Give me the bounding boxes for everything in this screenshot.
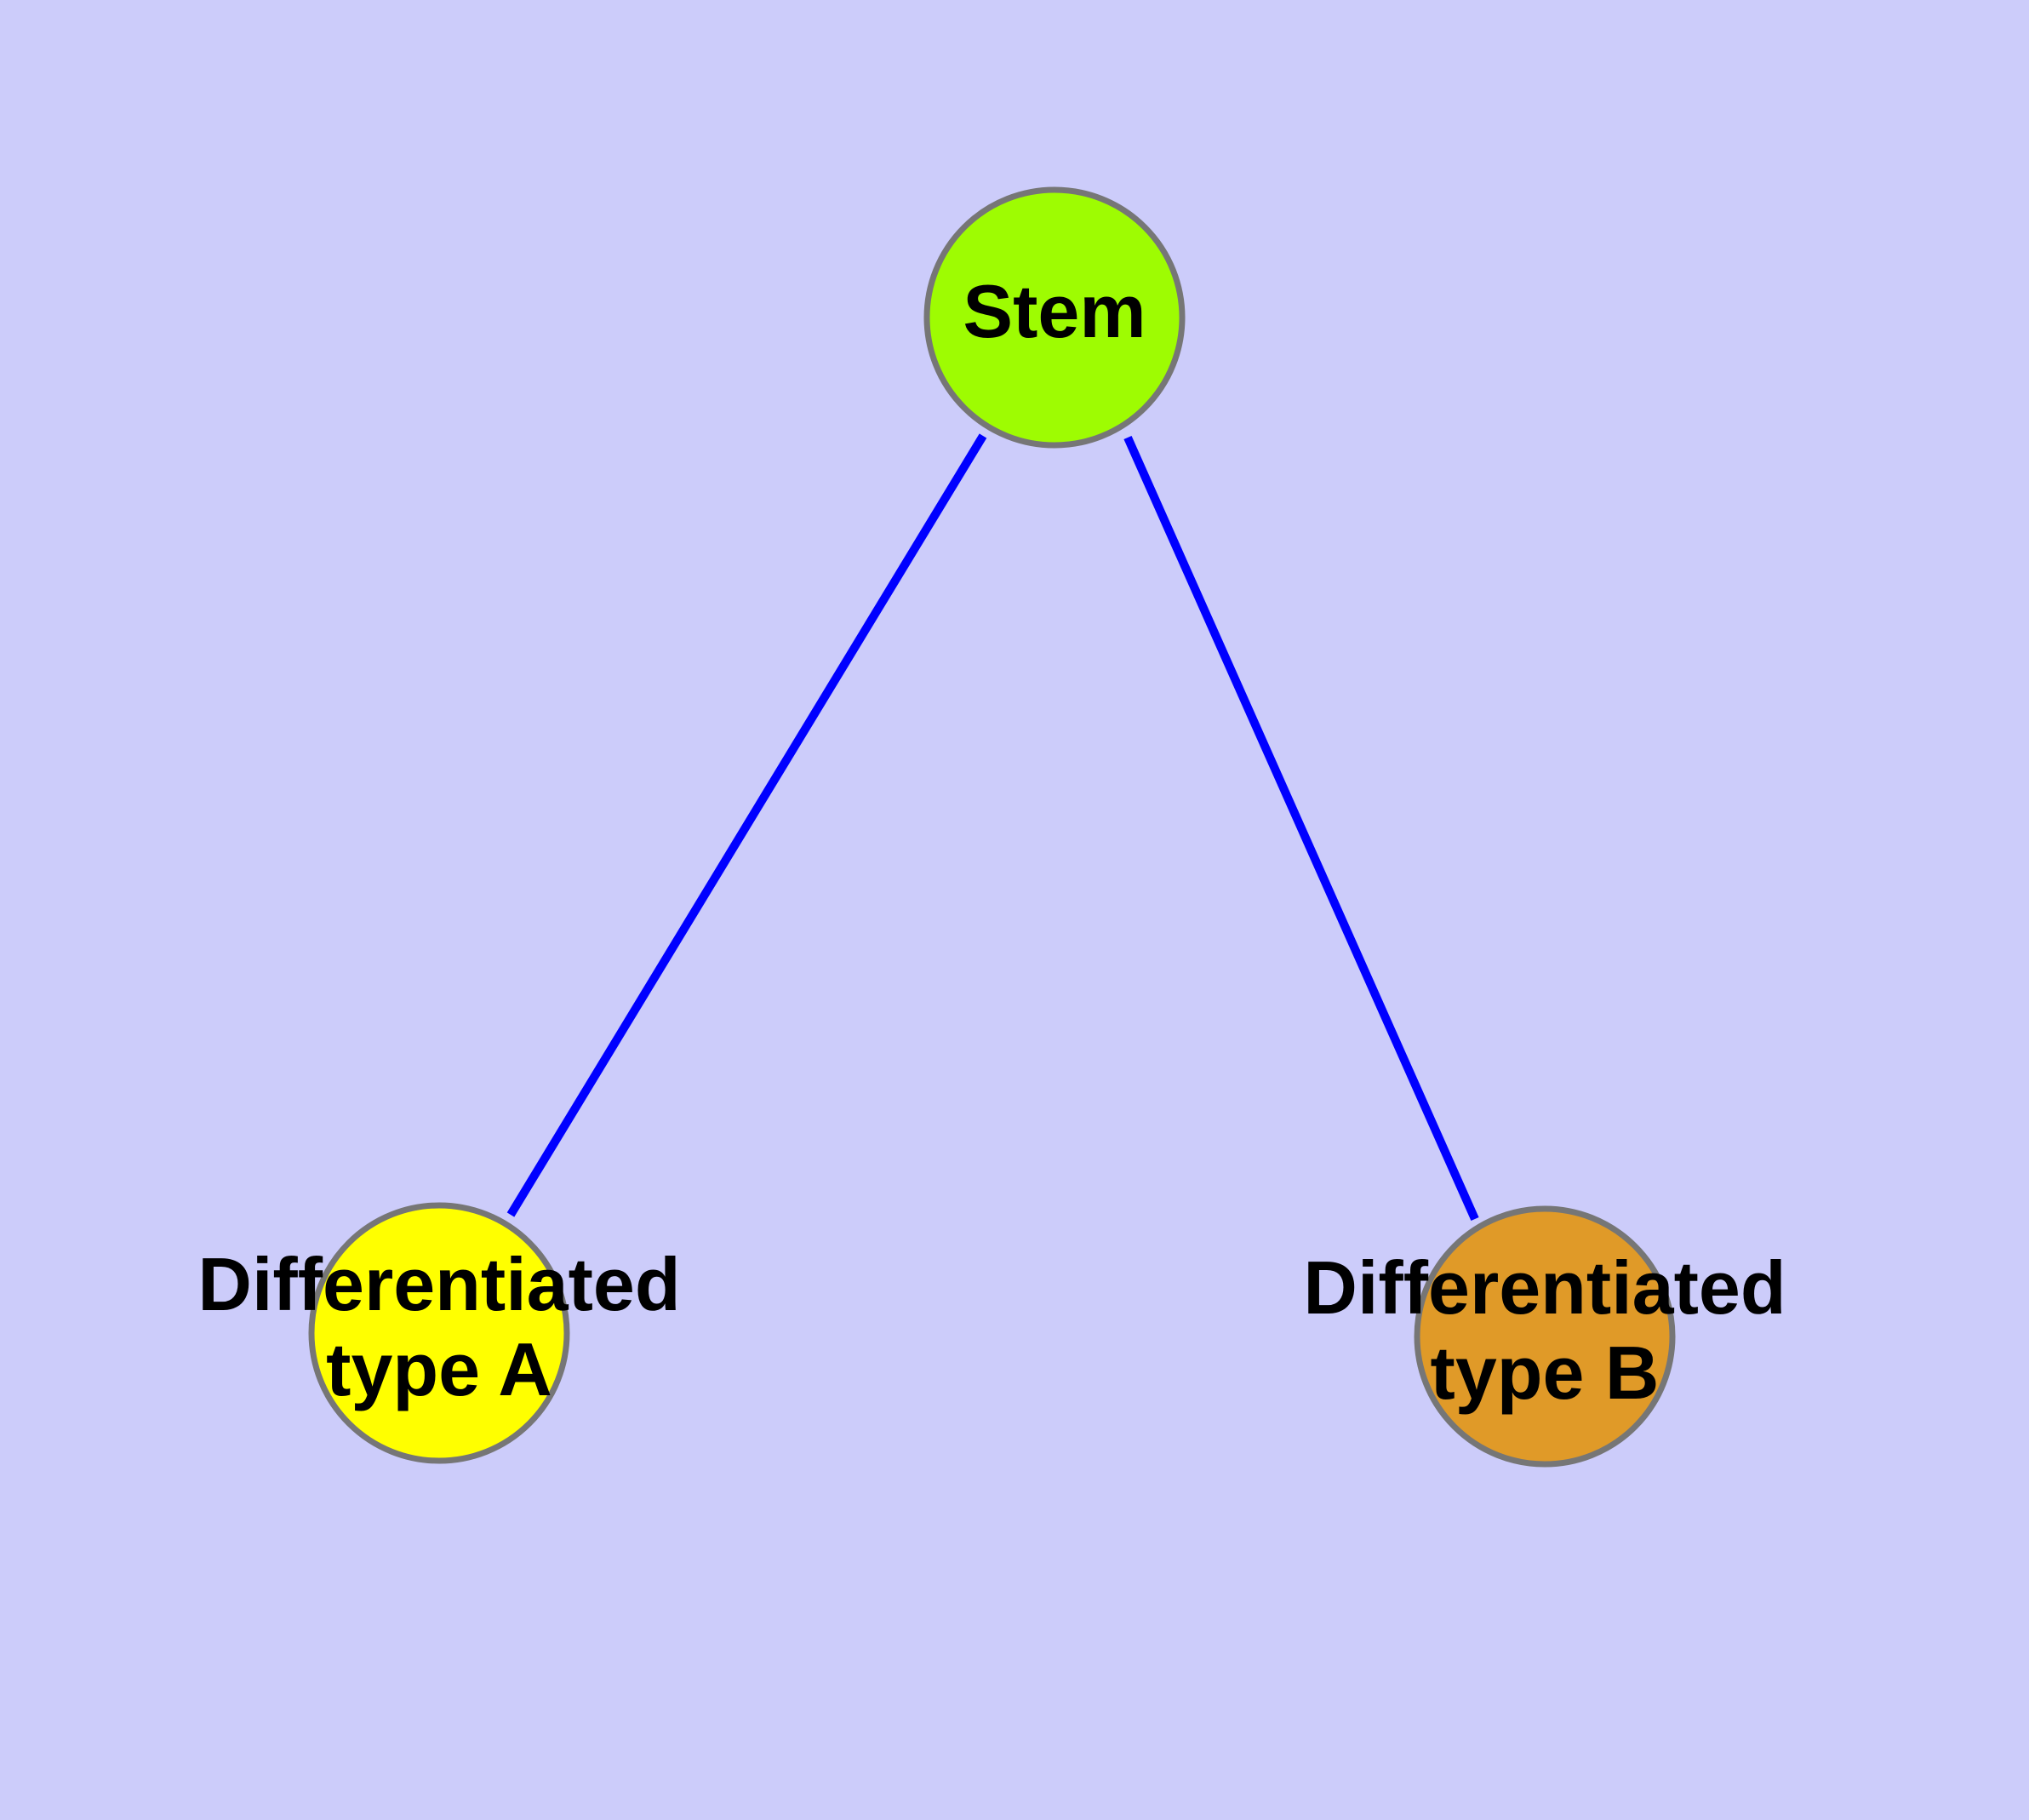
graph-node-label-line: type B: [1431, 1331, 1660, 1415]
edges-layer: [506, 433, 1479, 1222]
graph-node-diff_a[interactable]: [308, 1202, 570, 1464]
graph-node-label-line: Differentiated: [1303, 1245, 1786, 1330]
graph-node-label-stem: Stem: [963, 269, 1146, 353]
graph-node-label-line: Differentiated: [197, 1242, 680, 1326]
graph-node-label-line: type A: [326, 1327, 552, 1411]
graph-node-diff_b[interactable]: [1414, 1205, 1676, 1468]
graph-edge-stem-to-diff-a: [506, 433, 987, 1217]
graph-node-label-line: Stem: [963, 269, 1146, 353]
graph-node-stem[interactable]: [923, 186, 1186, 449]
nodes-layer: [308, 186, 1676, 1468]
graph-edge-stem-to-diff-b: [1123, 435, 1479, 1222]
